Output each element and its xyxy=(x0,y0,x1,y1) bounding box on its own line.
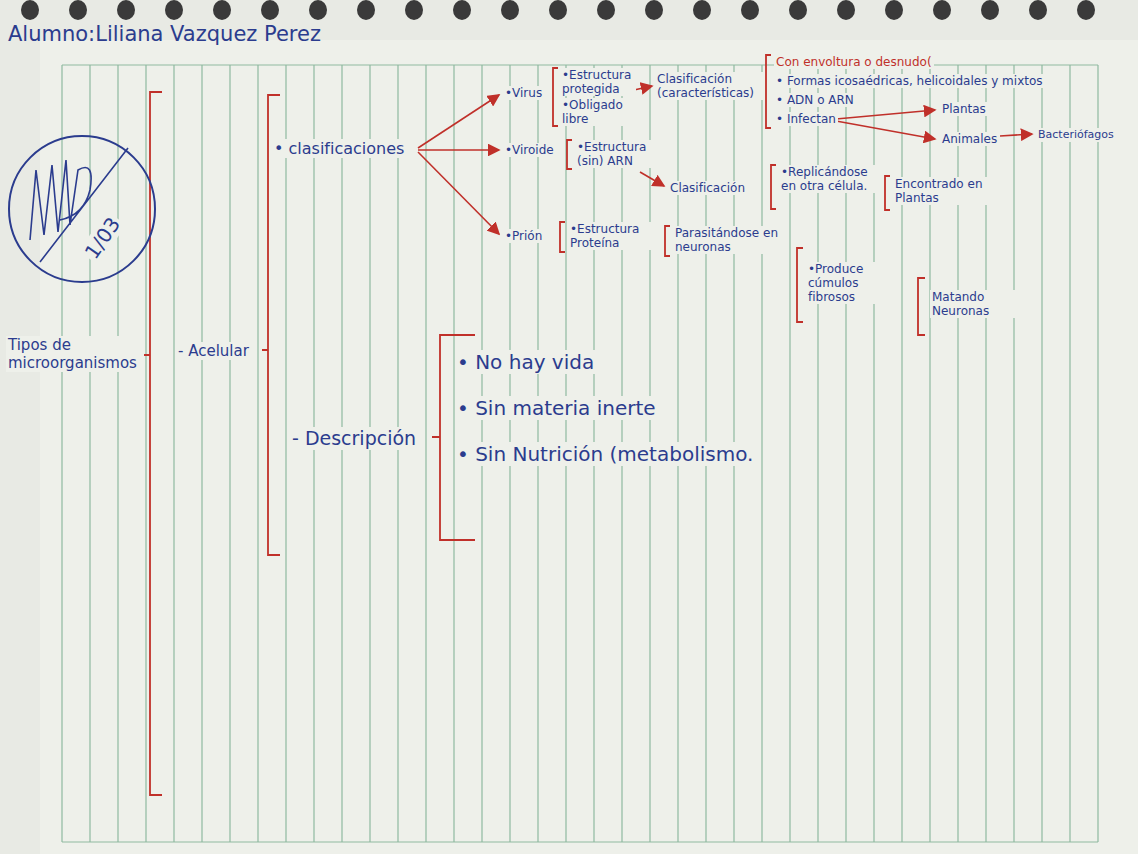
map-text: • Sin materia inerte xyxy=(455,396,658,420)
map-text: •Obligado libre xyxy=(560,98,636,126)
map-text: •Virus xyxy=(503,86,544,100)
signature-stamp: 1/03 xyxy=(8,135,156,283)
map-text: • clasificaciones xyxy=(272,139,406,158)
map-text: •Estructura Proteína xyxy=(568,222,662,250)
map-text: Con envoltura o desnudo( xyxy=(774,55,934,69)
arrows xyxy=(418,86,1032,234)
map-text: •Viroide xyxy=(503,143,556,157)
map-text: •Estructura (sin) ARN xyxy=(575,140,659,168)
map-text: Clasificación (características) xyxy=(655,72,765,100)
map-text: Tipos de microorganismos xyxy=(6,336,144,372)
signature-scribble xyxy=(30,148,128,262)
map-text: - Descripción xyxy=(290,427,418,450)
map-text: - Acelular xyxy=(176,342,251,360)
map-text: Encontrado en Plantas xyxy=(893,177,999,205)
spiral-holes xyxy=(21,0,1095,20)
map-text: •Prión xyxy=(503,229,544,243)
map-text: • Formas icosaédricas, helicoidales y mi… xyxy=(774,74,1045,88)
map-text: Clasificación xyxy=(668,181,747,195)
ruled-lines xyxy=(62,65,1098,842)
map-text: • Infectan xyxy=(774,112,838,126)
map-text: •Replicándose en otra célula. xyxy=(779,165,883,193)
brackets xyxy=(143,55,925,795)
map-text: Matando Neuronas xyxy=(930,290,1018,318)
student-name: Alumno:Liliana Vazquez Perez xyxy=(6,22,323,46)
map-text: •Produce cúmulos fibrosos xyxy=(806,262,900,304)
map-text: Parasitándose en neuronas xyxy=(673,226,781,254)
map-text: •Estructura protegida xyxy=(560,68,636,96)
map-text: Animales xyxy=(940,132,999,146)
map-text: Bacteriófagos xyxy=(1036,128,1116,142)
stamp-date: 1/03 xyxy=(79,211,127,265)
map-text: • No hay vida xyxy=(455,350,596,374)
map-text: • ADN o ARN xyxy=(774,93,856,107)
map-text: Plantas xyxy=(940,102,988,116)
map-text: • Sin Nutrición (metabolismo. xyxy=(455,442,755,466)
